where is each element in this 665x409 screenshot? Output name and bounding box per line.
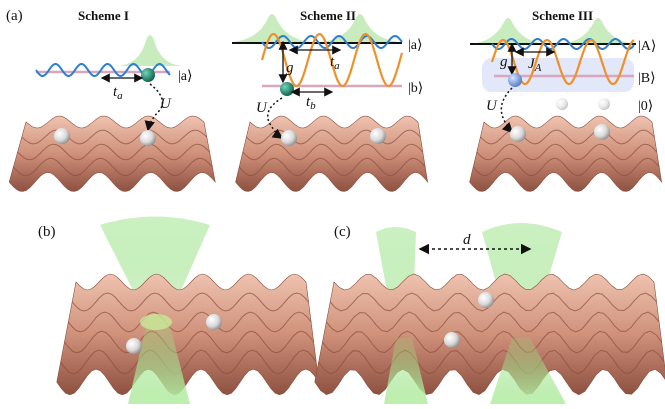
ground-atom: [370, 128, 386, 144]
ghost-atom: [556, 98, 568, 110]
ground-atom: [510, 126, 526, 142]
ket-A: |A⟩: [638, 39, 656, 54]
g-label: g: [500, 54, 508, 70]
U-label: U: [160, 96, 172, 112]
scheme-3-title: Scheme III: [532, 8, 593, 23]
gaussian-peak: [320, 14, 400, 42]
ket-B: |B⟩: [638, 71, 656, 86]
scheme-3: Scheme III g JA |A⟩ |B⟩ |0⟩ U: [469, 8, 663, 192]
panel-c: d: [314, 223, 665, 404]
t-a-label: ta: [113, 84, 123, 102]
ghost-atom: [598, 98, 610, 110]
ket-b: |b⟩: [408, 81, 423, 96]
rydberg-atom: [280, 82, 294, 96]
laser-beam-upper: [100, 216, 210, 320]
wavefunction-A: [491, 38, 635, 50]
rydberg-atom: [141, 68, 155, 82]
gaussian-peak: [560, 18, 636, 44]
lattice-ridge: [60, 292, 317, 375]
ground-atom: [444, 332, 460, 348]
ground-atom: [140, 130, 156, 146]
scheme-2: Scheme II g ta tb |a⟩ |b⟩ U: [232, 8, 429, 192]
ground-atom: [281, 130, 297, 146]
t-a-label: ta: [330, 54, 340, 72]
dressed-atom: [508, 73, 522, 87]
ground-atom: [126, 338, 142, 354]
panel-label-c: (c): [334, 224, 351, 240]
ground-atom: [594, 124, 610, 140]
laser-beam-lower: [128, 318, 190, 404]
scheme-1: Scheme I ta |a⟩ U: [8, 8, 216, 192]
panel-label-a: (a): [6, 8, 23, 24]
lattice-1: [8, 115, 216, 192]
panel-b: [56, 216, 320, 404]
panel-label-b: (b): [38, 224, 56, 240]
J-A-label: JA: [528, 56, 542, 74]
wavefunction-a: [261, 34, 403, 50]
ket-a: |a⟩: [408, 38, 422, 53]
U-label: U: [486, 98, 498, 114]
beam-focus: [140, 314, 172, 330]
t-b-label: tb: [306, 94, 316, 112]
g-label: g: [286, 60, 294, 76]
ket-a: |a⟩: [178, 69, 192, 84]
ground-atom: [478, 292, 494, 308]
gaussian-peak: [470, 18, 546, 44]
scheme-2-title: Scheme II: [300, 8, 356, 23]
U-label: U: [256, 100, 268, 116]
interaction-arrow: [267, 97, 284, 139]
lattice-surface: [314, 273, 665, 396]
lattice-ridge: [13, 129, 213, 177]
gaussian-peak: [118, 35, 182, 66]
laser-beam-left-lower: [384, 338, 428, 404]
laser-beam-right-lower: [490, 338, 566, 404]
ket-0: |0⟩: [638, 99, 653, 114]
interaction-arrow: [500, 87, 514, 134]
ground-atom: [206, 314, 222, 330]
d-label: d: [463, 232, 471, 248]
scheme-1-title: Scheme I: [78, 8, 129, 23]
gaussian-peak: [232, 14, 312, 42]
ground-atom: [54, 128, 70, 144]
